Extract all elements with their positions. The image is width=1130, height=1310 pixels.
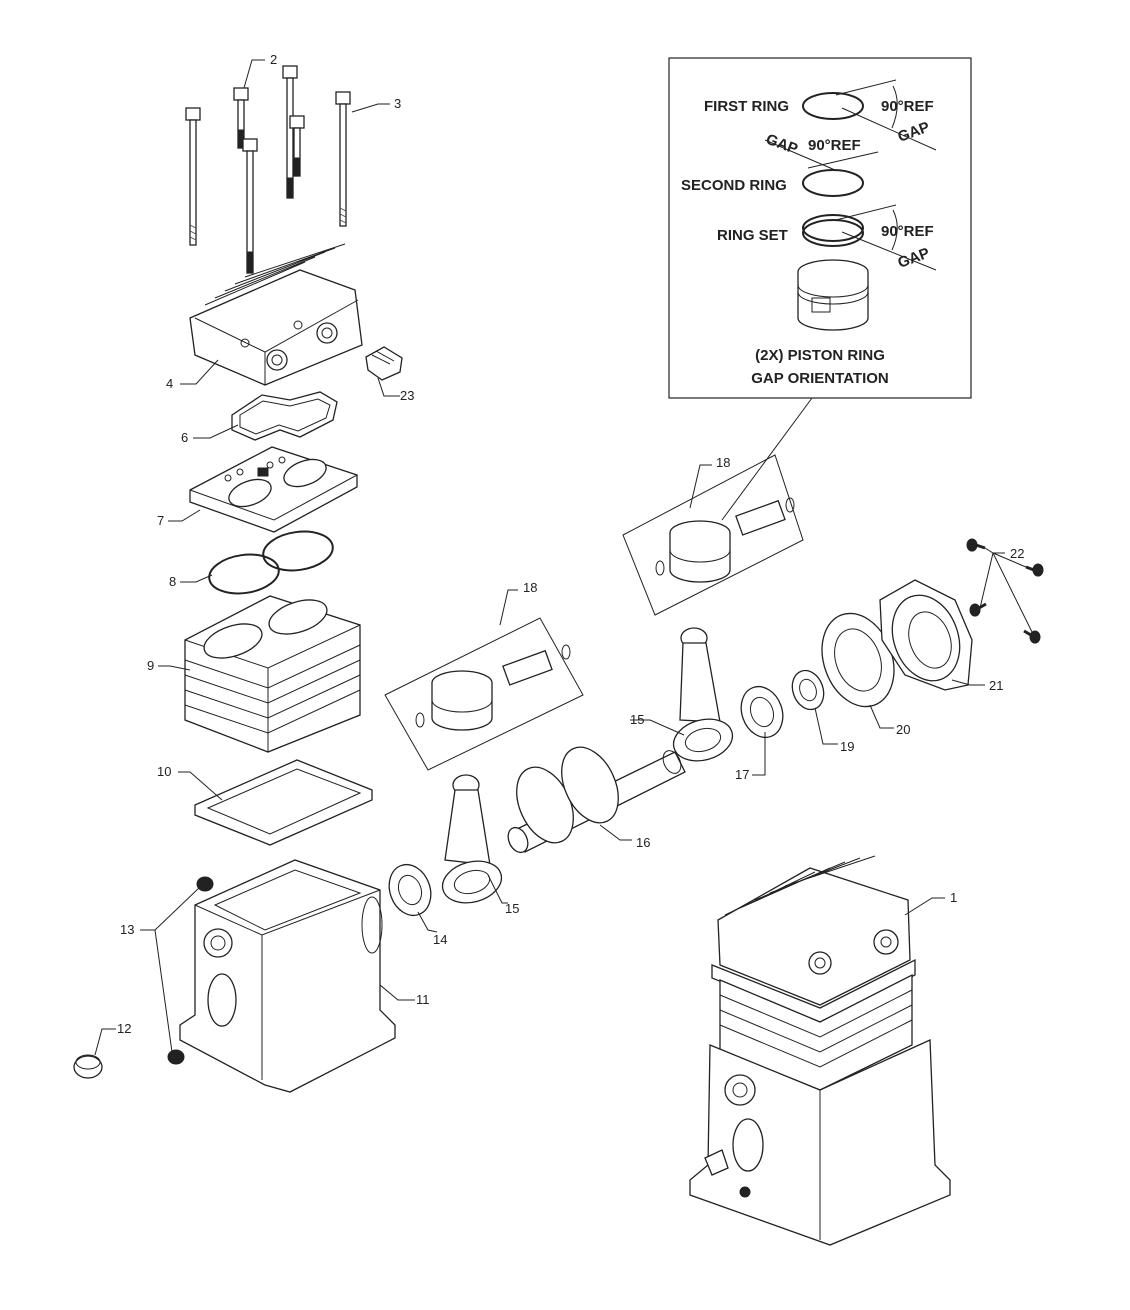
bolt-short-2 <box>289 115 305 177</box>
head-bolts <box>185 65 351 274</box>
bearing-14 <box>388 863 432 917</box>
inset-piston <box>797 259 869 331</box>
ref-label-1: 90°REF <box>881 98 934 115</box>
piston-kit-lower <box>384 617 584 771</box>
callout-23: 23 <box>400 388 414 403</box>
valve-plate <box>189 446 358 533</box>
callout-21: 21 <box>989 678 1003 693</box>
callout-9: 9 <box>147 658 154 673</box>
ref-label-3: 90°REF <box>881 223 934 240</box>
cylinder-head <box>189 243 363 386</box>
oil-seal-19 <box>791 669 825 711</box>
inset-pointer-line <box>721 397 813 521</box>
bolt-long-2 <box>242 138 258 274</box>
callout-16: 16 <box>636 835 650 850</box>
connecting-rod-lower <box>441 774 503 904</box>
bolt-long-3 <box>282 65 298 199</box>
callout-12: 12 <box>117 1021 131 1036</box>
first-ring-label: FIRST RING <box>704 98 789 115</box>
callout-numbers: 1 2 3 4 23 6 7 8 9 10 11 12 13 14 15 15 … <box>117 52 1024 1036</box>
callout-8: 8 <box>169 574 176 589</box>
ref-label-2: 90°REF <box>808 137 861 154</box>
second-ring-label: SECOND RING <box>681 177 787 194</box>
inset-frame <box>668 57 972 399</box>
callout-1: 1 <box>950 890 957 905</box>
crankshaft <box>507 746 686 854</box>
callout-17: 17 <box>735 767 749 782</box>
callout-4: 4 <box>166 376 173 391</box>
callout-13: 13 <box>120 922 134 937</box>
cover-gasket <box>821 612 895 708</box>
callout-22: 22 <box>1010 546 1024 561</box>
pipe-plugs <box>167 876 214 1065</box>
callout-14: 14 <box>433 932 447 947</box>
o-rings <box>208 530 334 595</box>
bearing-17 <box>740 685 784 739</box>
assembled-pump <box>689 855 951 1246</box>
callout-10: 10 <box>157 764 171 779</box>
callout-20: 20 <box>896 722 910 737</box>
inset-caption-line1: (2X) PISTON RING <box>755 347 885 364</box>
callout-18b: 18 <box>523 580 537 595</box>
leader-lines <box>94 59 1034 1056</box>
callout-7: 7 <box>157 513 164 528</box>
head-gasket <box>231 391 338 441</box>
piston-kit-upper <box>622 454 804 616</box>
callout-15a: 15 <box>630 712 644 727</box>
callout-15b: 15 <box>505 901 519 916</box>
callout-2: 2 <box>270 52 277 67</box>
ring-set-label: RING SET <box>717 227 788 244</box>
elbow-fitting <box>365 346 403 381</box>
callout-11: 11 <box>416 992 430 1007</box>
inset-ring-set <box>802 204 937 271</box>
callout-18a: 18 <box>716 455 730 470</box>
crankcase <box>179 859 396 1093</box>
base-gasket <box>194 759 373 846</box>
bolt-long-4 <box>335 91 351 227</box>
callout-6: 6 <box>181 430 188 445</box>
inset-caption-line2: GAP ORIENTATION <box>751 370 889 387</box>
inset-first-ring <box>802 79 937 151</box>
bearing-cover <box>879 579 973 691</box>
cylinder-block <box>184 595 361 753</box>
bolt-long-1 <box>185 107 201 246</box>
ring-gap-inset: FIRST RING SECOND RING RING SET 90°REF 9… <box>668 57 972 399</box>
inset-second-ring <box>764 139 879 197</box>
callout-3: 3 <box>394 96 401 111</box>
connecting-rod-upper <box>672 627 734 762</box>
callout-19: 19 <box>840 739 854 754</box>
cover-screws <box>966 538 1044 644</box>
drain-plug <box>73 1054 103 1079</box>
